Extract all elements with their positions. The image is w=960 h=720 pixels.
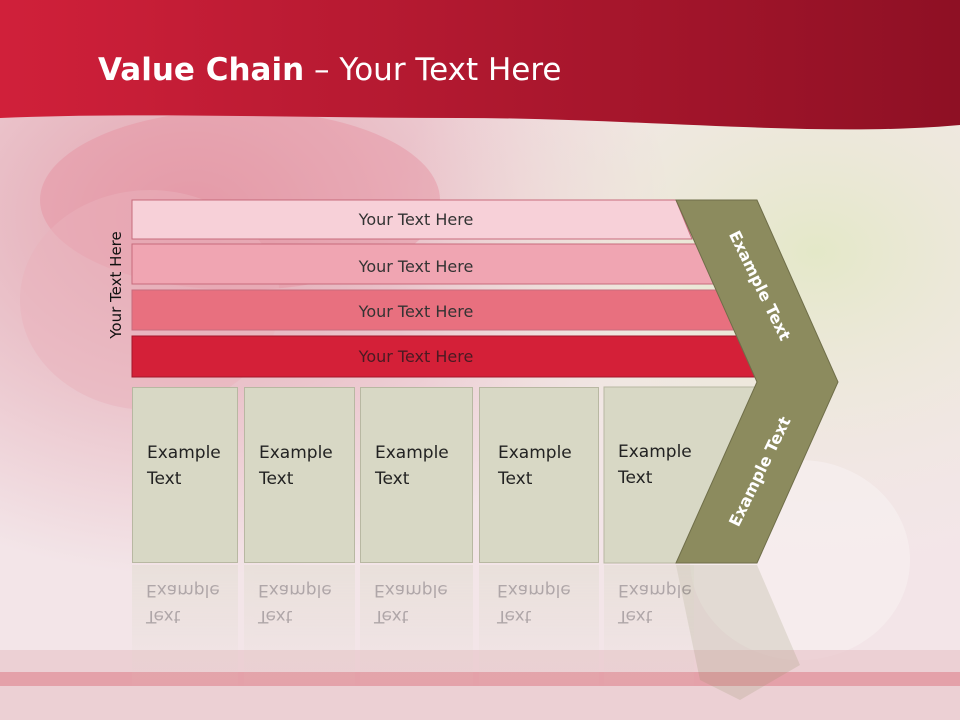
box-4-line2: Text xyxy=(498,469,533,489)
box-2-line2: Text xyxy=(259,469,294,489)
bar-3: Your Text Here xyxy=(131,289,740,331)
bar-4: Your Text Here xyxy=(131,335,764,378)
bar-1-shape xyxy=(131,199,693,240)
box-3-line2: Text xyxy=(375,469,410,489)
box-1-line2: Text xyxy=(147,469,182,489)
box-reflection-3: Text Example xyxy=(360,565,473,695)
bar-3-label: Your Text Here xyxy=(358,302,474,321)
bar-4-label: Your Text Here xyxy=(358,347,474,366)
bar-1-label: Your Text Here xyxy=(358,210,474,229)
box-reflection-3-line2: Example xyxy=(374,580,448,600)
box-reflection-1-line2: Example xyxy=(146,580,220,600)
chevron-arrow xyxy=(675,199,839,564)
box-3-line1: Example xyxy=(375,443,449,463)
bar-2-label: Your Text Here xyxy=(358,257,474,276)
box-2-line1: Example xyxy=(259,443,333,463)
box-4-line1: Example xyxy=(498,443,572,463)
box-reflection-5-line2: Example xyxy=(618,580,692,600)
chevron-reflection xyxy=(676,565,800,700)
slide-title-rest: – Your Text Here xyxy=(304,52,562,88)
box-reflection-4-line1: Text xyxy=(497,606,532,626)
box-5-line2: Text xyxy=(618,468,653,488)
box-reflection-5: Text Example xyxy=(604,565,694,695)
box-reflection-4-line2: Example xyxy=(497,580,571,600)
box-5-line1: Example xyxy=(618,442,692,462)
bar-2: Your Text Here xyxy=(131,243,717,285)
box-1-line1: Example xyxy=(147,443,221,463)
box-reflection-1-line1: Text xyxy=(146,606,181,626)
box-reflection-5-line1: Text xyxy=(618,606,653,626)
bar-1: Your Text Here xyxy=(131,199,693,240)
box-reflection-2: Text Example xyxy=(244,565,355,695)
box-reflection-4: Text Example xyxy=(479,565,599,695)
box-reflection-2-line1: Text xyxy=(258,606,293,626)
box-reflection-2-line2: Example xyxy=(258,580,332,600)
box-reflection-1: Text Example xyxy=(132,565,238,695)
box-reflection-3-line1: Text xyxy=(374,606,409,626)
slide-title: Value Chain – Your Text Here xyxy=(98,52,561,88)
slide-title-bold: Value Chain xyxy=(98,52,305,88)
